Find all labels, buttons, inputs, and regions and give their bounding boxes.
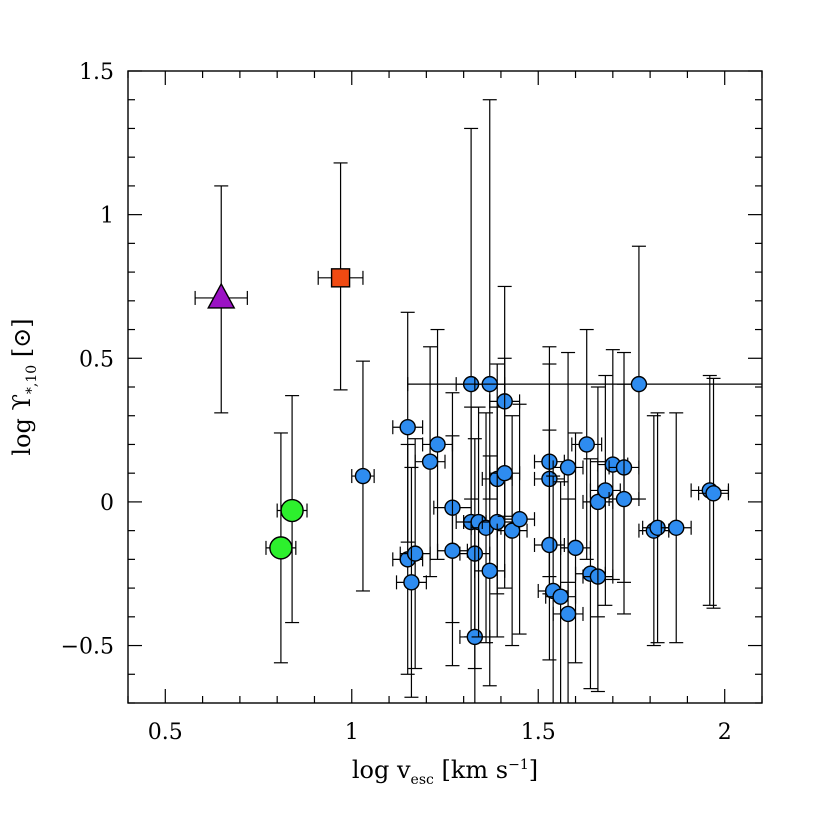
data-point [560, 432, 592, 664]
marker-circle [444, 542, 461, 559]
marker-circle [615, 490, 633, 508]
x-axis-ticks: 0.5 1 1.5 2 [127, 71, 763, 745]
data-point [481, 406, 513, 638]
marker-circle [705, 485, 722, 502]
data-point [608, 383, 640, 615]
marker-circle [399, 419, 416, 436]
data-point [545, 481, 577, 703]
marker-circle [421, 453, 439, 470]
marker-circle [406, 545, 424, 562]
data-points [194, 99, 762, 703]
marker-circle [578, 436, 595, 453]
data-point [436, 435, 468, 667]
y-axis-ticks: −0.5 0 0.5 1 1.5 [61, 60, 762, 704]
data-point [407, 245, 762, 500]
data-point [265, 432, 297, 664]
marker-circle [481, 562, 498, 580]
plot-frame [127, 70, 763, 704]
y-tick-label: −0.5 [61, 635, 114, 660]
marker-circle [597, 482, 614, 499]
data-point [422, 328, 454, 560]
marker-circle [496, 464, 513, 482]
marker-circle [429, 436, 446, 453]
x-tick-label: 0.5 [148, 720, 183, 745]
data-point [571, 328, 603, 560]
data-point [474, 455, 506, 687]
data-point [317, 162, 364, 391]
data-point [582, 386, 614, 618]
y-axis-label: log ϒ*,10 [⊙] [8, 318, 40, 455]
x-axis-label: log vesc [km s−1] [352, 756, 538, 788]
data-point [489, 357, 521, 589]
marker-circle-large [269, 536, 293, 560]
y-tick-label: 1.5 [79, 60, 114, 85]
data-point [351, 360, 375, 592]
marker-circle [552, 588, 569, 605]
x-tick-label: 1 [345, 720, 359, 745]
marker-circle [567, 539, 584, 557]
x-tick-label: 2 [718, 720, 732, 745]
marker-circle [630, 375, 648, 393]
data-point [414, 346, 446, 578]
data-point [504, 403, 536, 635]
marker-circle [541, 536, 558, 554]
data-point [399, 438, 431, 670]
marker-circle-large [280, 498, 304, 523]
data-point [395, 466, 427, 698]
data-point [276, 395, 308, 624]
marker-triangle [207, 282, 236, 309]
data-point [697, 377, 730, 609]
y-tick-label: 0.5 [79, 347, 114, 372]
data-point [533, 429, 565, 661]
data-point [660, 412, 692, 644]
data-point [552, 351, 584, 583]
y-tick-label: 1 [100, 204, 114, 229]
y-tick-label: 0 [100, 491, 114, 516]
marker-circle [403, 574, 420, 591]
marker-circle [559, 605, 577, 623]
x-tick-label: 1.5 [521, 720, 556, 745]
data-point [496, 415, 528, 647]
marker-circle [668, 519, 685, 536]
marker-square [330, 268, 351, 288]
marker-circle [511, 510, 528, 528]
marker-circle [354, 467, 372, 485]
marker-circle [559, 459, 577, 476]
data-point [194, 185, 248, 414]
